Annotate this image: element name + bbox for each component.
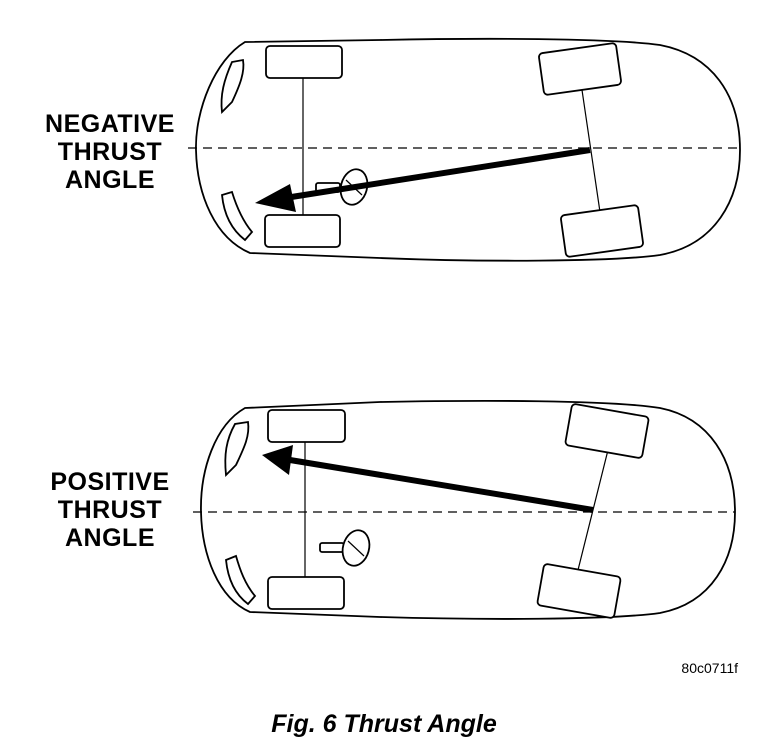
car-body-outline [200,399,736,620]
label-line: ANGLE [65,524,155,552]
front-window [224,420,250,477]
front-right-wheel [267,576,345,610]
label-line: THRUST [57,138,163,166]
positive-thrust-angle-label: POSITIVE THRUST ANGLE [30,468,190,552]
thrust-line [284,147,591,201]
front-window [220,58,245,114]
front-right-wheel [264,214,341,248]
label-line: THRUST [57,496,163,524]
front-window [221,190,254,242]
label-line: ANGLE [65,166,155,194]
figure-code: 80c0711f [681,660,738,676]
thrust-arrowhead [255,184,296,212]
negative-thrust-angle-label: NEGATIVE THRUST ANGLE [30,110,190,194]
thrust-arrowhead [262,445,293,475]
thrust-line [289,457,594,513]
car-positive-thrust [193,399,736,620]
steering-wheel-icon [319,529,371,567]
rear-left-wheel [564,403,650,459]
label-line: POSITIVE [50,468,170,496]
front-left-wheel [267,409,346,443]
rear-axle [581,89,601,213]
rear-left-wheel [538,42,622,96]
rear-right-wheel [536,563,622,619]
label-line: NEGATIVE [45,110,175,138]
figure-caption: Fig. 6 Thrust Angle [271,710,497,738]
front-left-wheel [265,45,343,79]
car-body-outline [195,37,741,262]
rear-right-wheel [560,204,644,258]
front-window [225,554,257,606]
car-negative-thrust [188,37,741,262]
